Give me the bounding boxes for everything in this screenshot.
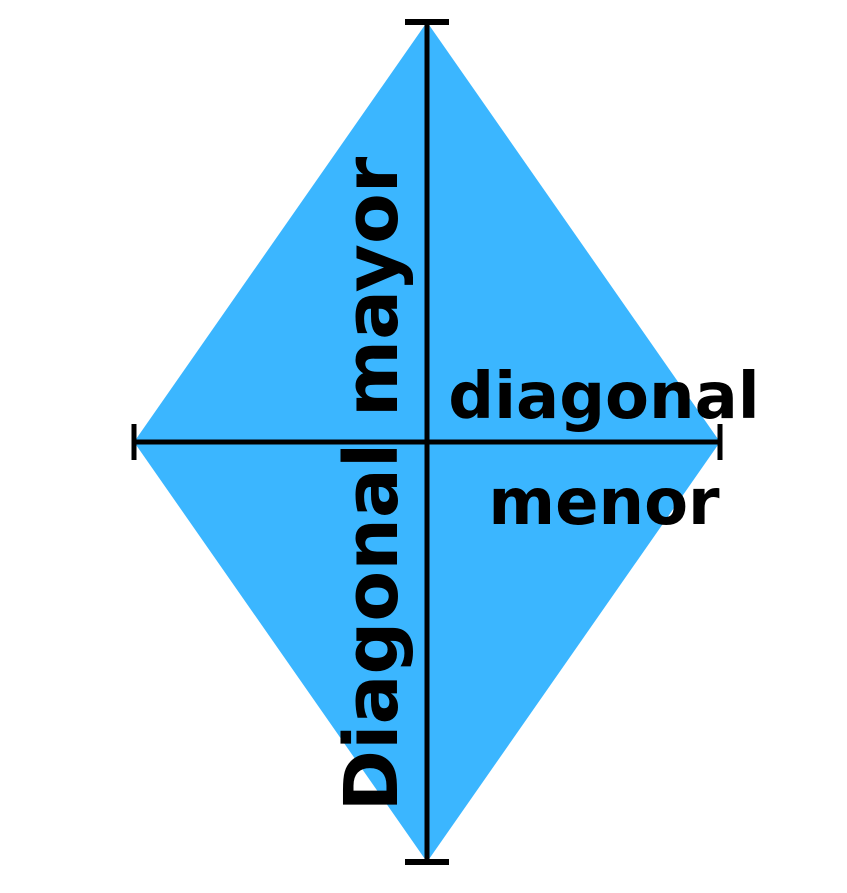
major-diagonal-label: Diagonal mayor (329, 156, 415, 811)
minor-diagonal-label-line2: menor (488, 466, 720, 540)
minor-diagonal-label-line1: diagonal (448, 360, 759, 434)
